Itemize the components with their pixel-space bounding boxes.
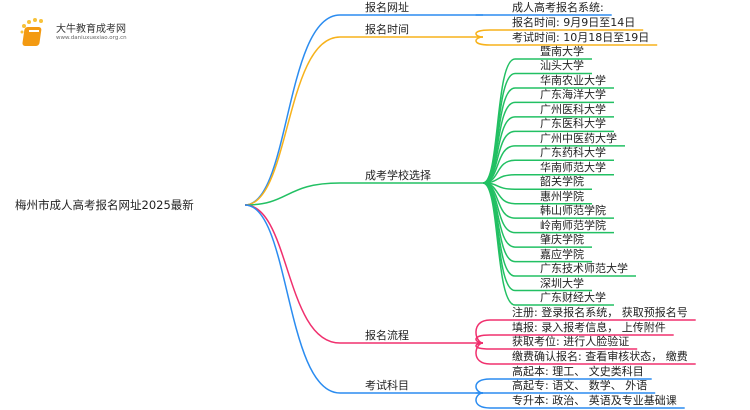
leaf-node[interactable]: 注册: 登录报名系统， 获取预报名号 xyxy=(512,306,688,319)
leaf-node[interactable]: 韶关学院 xyxy=(540,175,584,189)
branch-node[interactable]: 报名时间 xyxy=(365,23,409,36)
leaf-node[interactable]: 暨南大学 xyxy=(540,45,584,58)
leaf-node[interactable]: 广州医科大学 xyxy=(540,102,606,116)
leaf-node[interactable]: 广东海洋大学 xyxy=(540,88,606,102)
branch-node[interactable]: 报名网址 xyxy=(365,1,409,14)
leaf-node[interactable]: 报名时间: 9月9日至14日 xyxy=(512,16,636,29)
logo-url: www.daniuxuexiao.org.cn xyxy=(56,35,127,41)
leaf-node[interactable]: 广东医科大学 xyxy=(540,117,606,131)
branch-node[interactable]: 考试科目 xyxy=(365,379,409,392)
branch-connector xyxy=(244,36,483,206)
branch-connector xyxy=(244,14,483,206)
book-logo-icon xyxy=(20,18,43,46)
leaf-node[interactable]: 广州中医药大学 xyxy=(540,131,617,145)
leaf-node[interactable]: 专升本: 政治、 英语及专业基础课 xyxy=(512,394,677,407)
leaf-node[interactable]: 汕头大学 xyxy=(540,59,584,73)
leaf-node[interactable]: 高起专: 语文、 数学、 外语 xyxy=(512,379,648,392)
branch-connector xyxy=(244,204,483,344)
leaf-node[interactable]: 成人高考报名系统: xyxy=(512,1,604,14)
leaf-node[interactable]: 缴费确认报名: 查看审核状态， 缴费 xyxy=(512,350,688,363)
leaf-node[interactable]: 广东技术师范大学 xyxy=(540,262,628,276)
leaf-node[interactable]: 岭南师范学院 xyxy=(540,218,606,232)
leaf-node[interactable]: 高起本: 理工、 文史类科目 xyxy=(512,365,644,378)
leaf-connector xyxy=(475,392,685,409)
leaf-node[interactable]: 韩山师范学院 xyxy=(540,204,606,218)
leaf-connector xyxy=(475,342,696,365)
leaf-node[interactable]: 肇庆学院 xyxy=(540,233,584,247)
branch-connector xyxy=(244,204,483,394)
leaf-node[interactable]: 获取考位: 进行人脸验证 xyxy=(512,335,630,348)
leaf-node[interactable]: 惠州学院 xyxy=(540,189,584,203)
leaf-node[interactable]: 广东药科大学 xyxy=(540,146,606,160)
leaf-node[interactable]: 考试时间: 10月18日至19日 xyxy=(512,31,650,44)
branch-connector xyxy=(244,182,483,206)
logo-title: 大牛教育成考网 xyxy=(56,24,126,35)
root-node[interactable]: 梅州市成人高考报名网址2025最新 xyxy=(15,198,194,212)
leaf-node[interactable]: 广东财经大学 xyxy=(540,290,606,304)
branch-node[interactable]: 成考学校选择 xyxy=(365,169,431,182)
leaf-node[interactable]: 填报: 录入报考信息， 上传附件 xyxy=(512,321,666,334)
leaf-connector xyxy=(475,36,658,46)
leaf-node[interactable]: 华南师范大学 xyxy=(540,160,606,174)
branch-node[interactable]: 报名流程 xyxy=(365,329,409,342)
leaf-node[interactable]: 嘉应学院 xyxy=(540,247,584,261)
leaf-connector xyxy=(482,182,614,306)
logo: 大牛教育成考网 www.daniuxuexiao.org.cn xyxy=(18,18,138,48)
leaf-node[interactable]: 华南农业大学 xyxy=(540,73,606,87)
leaf-node[interactable]: 深圳大学 xyxy=(540,276,584,290)
